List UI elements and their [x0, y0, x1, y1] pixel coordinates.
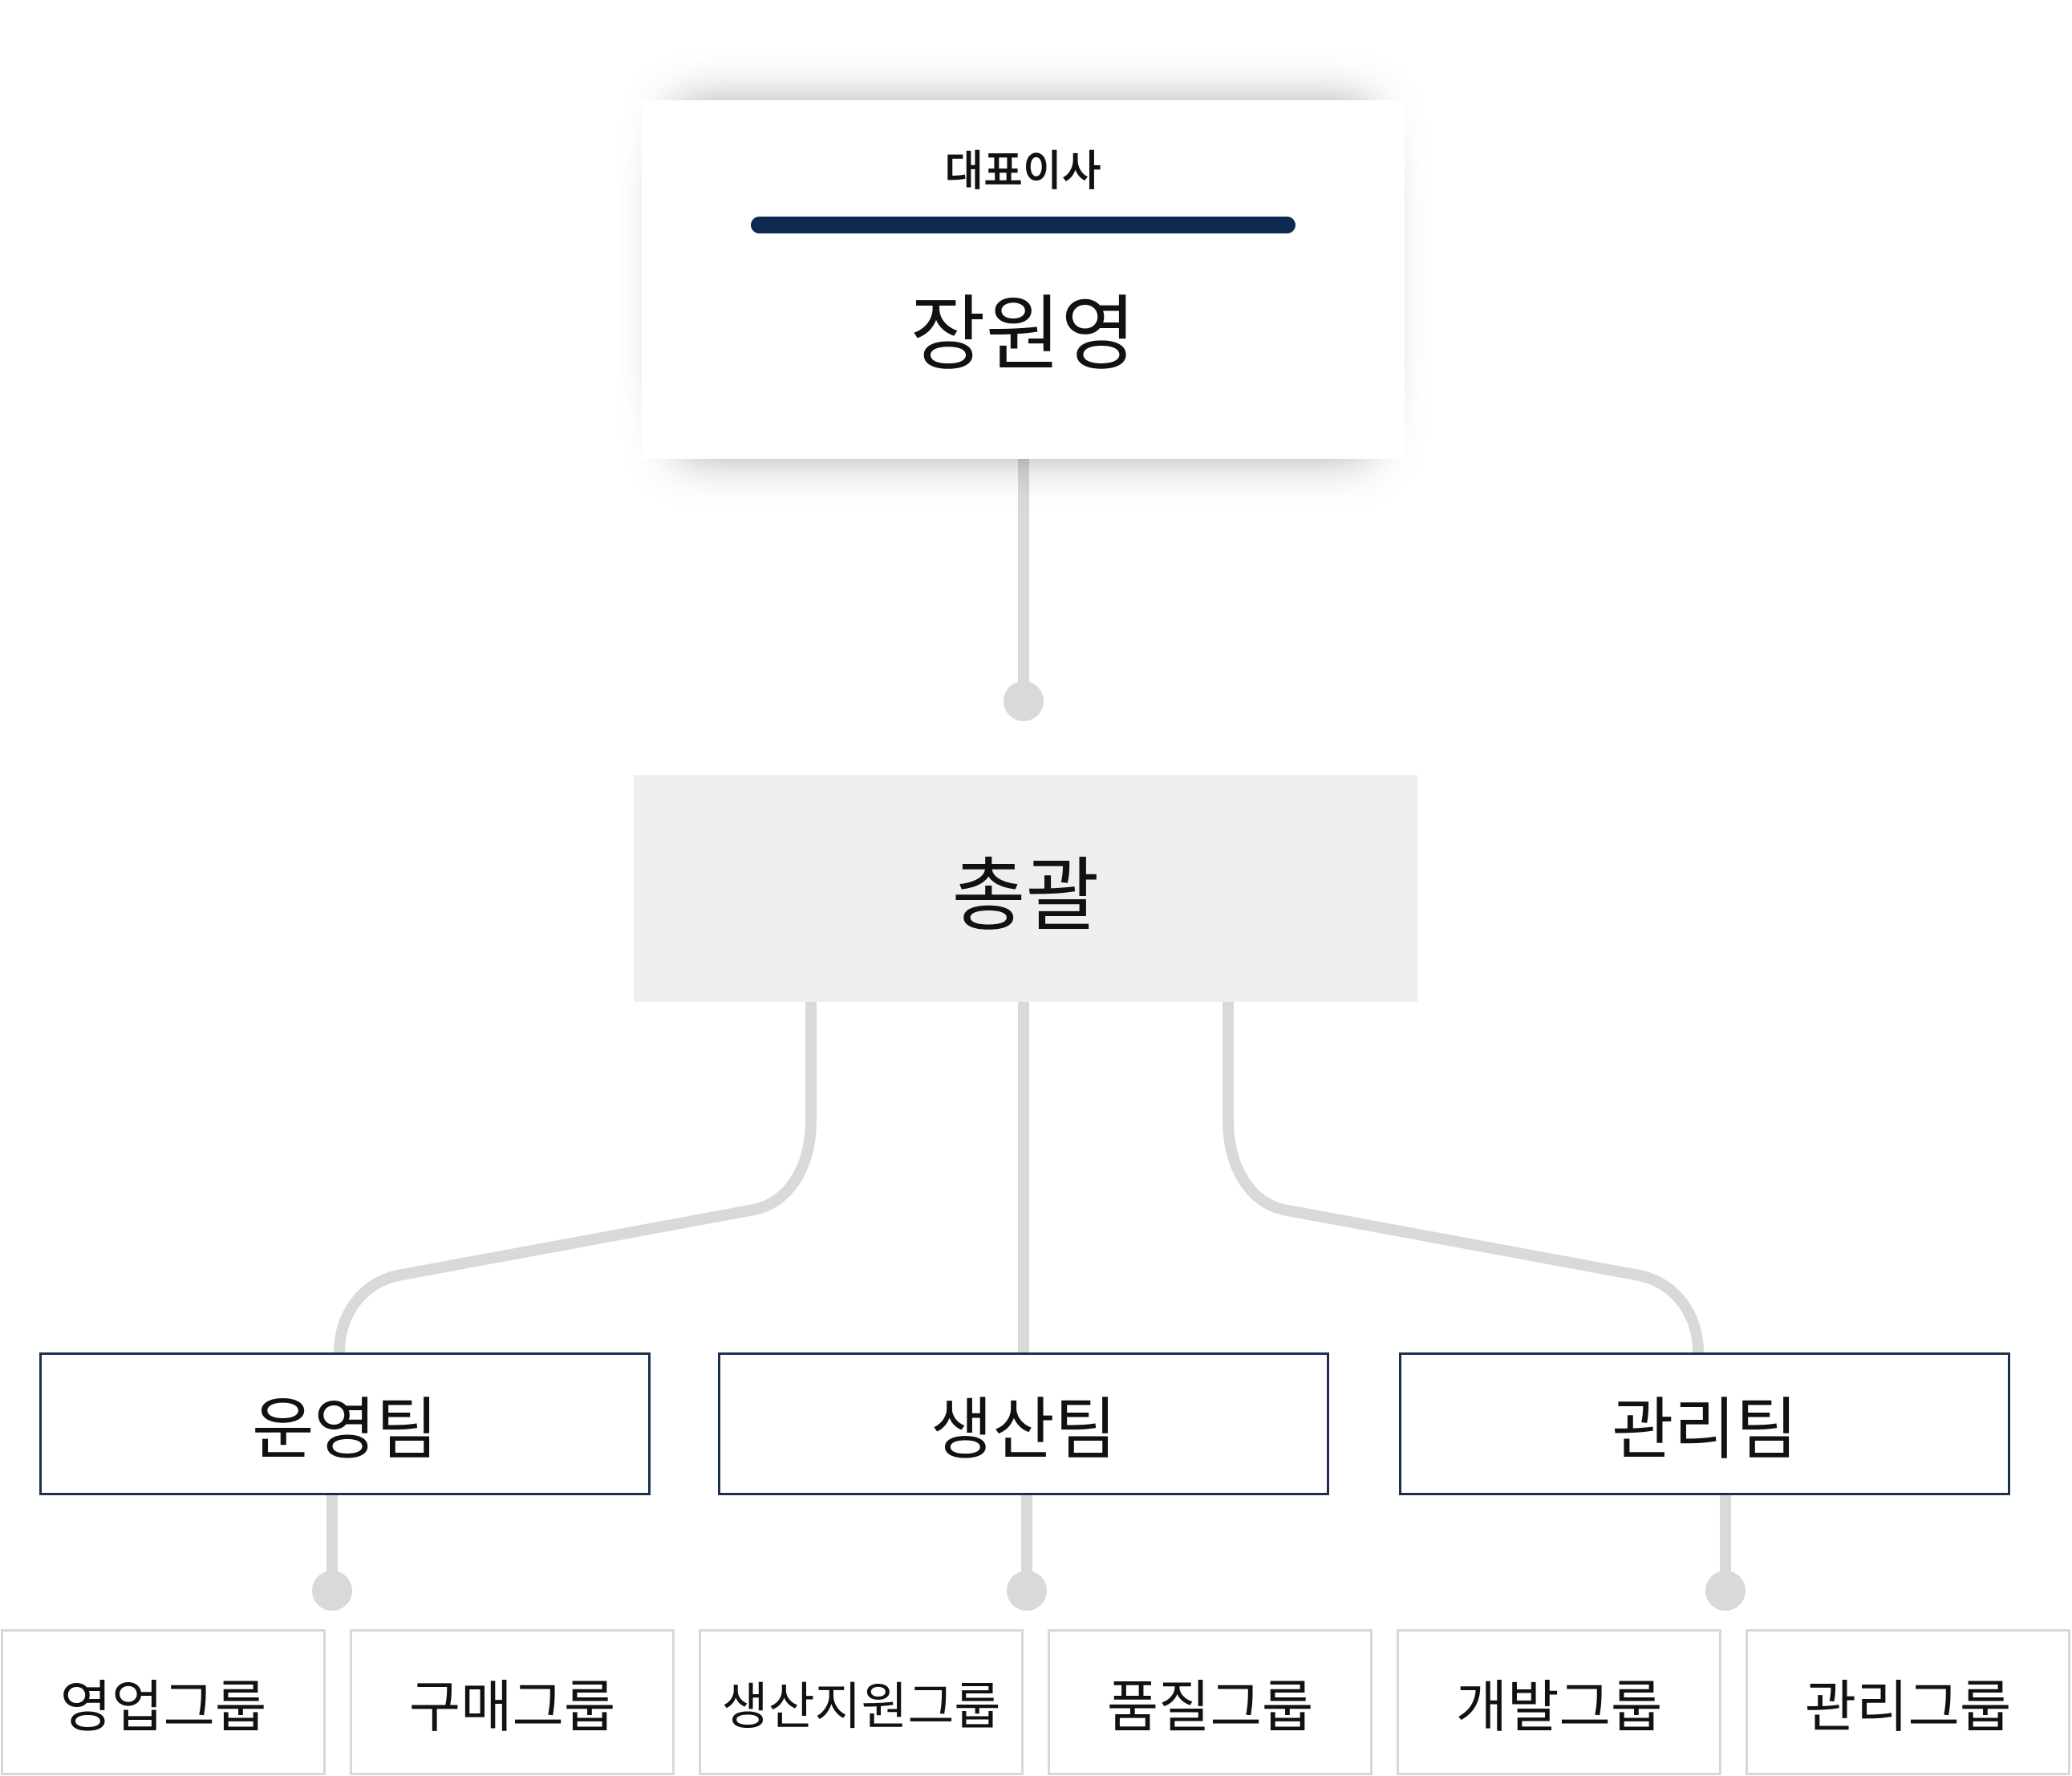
hq-junction-dot — [1004, 681, 1044, 721]
ceo-card: 대표이사 장원영 — [642, 100, 1405, 459]
team-node-operations: 운영팀 — [39, 1352, 651, 1495]
ceo-divider — [751, 217, 1296, 233]
headquarters-node: 총괄 — [634, 775, 1417, 1002]
ceo-name: 장원영 — [910, 287, 1137, 383]
ceo-role-title: 대표이사 — [944, 148, 1102, 196]
team-node-admin: 관리팀 — [1399, 1352, 2010, 1495]
production-junction-dot — [1007, 1571, 1047, 1611]
admin-junction-dot — [1705, 1571, 1746, 1611]
group-node-sales: 영업그룹 — [1, 1629, 326, 1775]
group-node-development: 개발그룹 — [1397, 1629, 1721, 1775]
group-node-purchasing: 구매그룹 — [350, 1629, 675, 1775]
operations-junction-dot — [312, 1571, 352, 1611]
group-node-production-support: 생산지원그룹 — [699, 1629, 1024, 1775]
group-node-management: 관리그룹 — [1746, 1629, 2070, 1775]
hq-to-admin-connector — [1223, 996, 1704, 1358]
team-node-production: 생산팀 — [718, 1352, 1329, 1495]
group-node-quality: 품질그룹 — [1048, 1629, 1373, 1775]
hq-to-operations-connector — [334, 996, 817, 1358]
